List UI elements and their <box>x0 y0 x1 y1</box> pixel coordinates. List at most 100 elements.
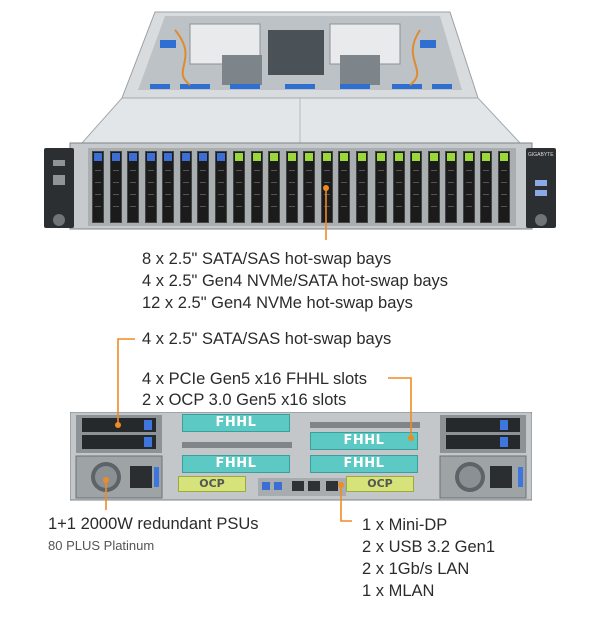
drive-bay-vent <box>200 170 206 171</box>
drive-bay-vent <box>500 182 507 183</box>
front-callout-leader <box>323 185 329 240</box>
front-bay-label-2: 4 x 2.5" Gen4 NVMe/SATA hot-swap bays <box>142 272 449 290</box>
drive-bay-latch <box>482 153 490 161</box>
drive-bay <box>214 151 227 223</box>
psu-label: 1+1 2000W redundant PSUs <box>48 515 259 533</box>
drive-bay <box>285 151 298 223</box>
drive-bay-vent <box>271 194 277 195</box>
drive-bay-vent <box>341 182 347 183</box>
drive-bay <box>144 151 157 223</box>
rear-callout-leaders <box>103 338 414 522</box>
drive-bay-vent <box>236 206 242 207</box>
drive-bay-vent <box>483 194 489 195</box>
drive-bay <box>497 151 510 223</box>
fhhl-card-top-left: FHHL <box>182 414 290 432</box>
drive-bay-vent <box>306 182 312 183</box>
drive-bay-vent <box>147 182 154 183</box>
drive-bay-vent <box>413 182 419 183</box>
fhhl-card-bottom-left: FHHL <box>182 455 290 473</box>
drive-bay-vent <box>271 170 277 171</box>
drive-bay <box>250 151 263 223</box>
drive-bay-vent <box>200 206 206 207</box>
drive-bay-vent <box>448 182 454 183</box>
drive-bay-vent <box>378 194 384 195</box>
front-bay-label-1: 8 x 2.5" SATA/SAS hot-swap bays <box>142 250 392 268</box>
drive-bay-latch <box>464 153 473 161</box>
drive-bay-latch <box>429 153 438 161</box>
drive-bay-latch <box>216 153 225 161</box>
drive-bay <box>392 151 405 223</box>
drive-bay <box>338 151 350 223</box>
drive-bay-latch <box>340 153 348 161</box>
drive-bay <box>410 151 422 223</box>
drive-bay-vent <box>288 206 295 207</box>
drive-bay-vent <box>483 206 489 207</box>
drive-bay-vent <box>95 206 101 207</box>
drive-bay-vent <box>130 182 136 183</box>
drive-bay-vent <box>253 170 260 171</box>
drive-bay-vent <box>358 182 365 183</box>
drive-bay-latch <box>199 153 207 161</box>
drive-bay-vent <box>165 206 171 207</box>
drive-bay-vent <box>147 206 154 207</box>
drive-bay-vent <box>236 170 242 171</box>
drive-bay-vent <box>130 194 136 195</box>
drive-bay-latch <box>164 153 172 161</box>
drive-bay-latch <box>111 153 120 161</box>
drive-bay-vent <box>288 170 295 171</box>
drive-bay <box>303 151 315 223</box>
drive-bay-latch <box>129 153 137 161</box>
drive-bay-vent <box>430 182 437 183</box>
drive-bay-vent <box>95 194 101 195</box>
drive-bay-vent <box>165 182 171 183</box>
drive-bay-vent <box>147 194 154 195</box>
drive-bay-vent <box>465 182 472 183</box>
drive-bay-latch <box>357 153 366 161</box>
drive-bay-vent <box>341 194 347 195</box>
drive-bay-vent <box>413 194 419 195</box>
drive-bay-vent <box>306 206 312 207</box>
drive-bay-latch <box>235 153 243 161</box>
drive-bay-vent <box>182 206 189 207</box>
drive-bay <box>462 151 475 223</box>
drive-bay-vent <box>165 170 171 171</box>
drive-bay-vent <box>236 194 242 195</box>
drive-bay <box>445 151 457 223</box>
drive-bay <box>480 151 492 223</box>
drive-bay-vent <box>341 206 347 207</box>
drive-bay <box>355 151 368 223</box>
drive-bay-vent <box>378 206 384 207</box>
drive-bay <box>268 151 280 223</box>
drive-bay-latch <box>181 153 190 161</box>
fhhl-card-bottom-right: FHHL <box>310 455 418 473</box>
drive-bay-vent <box>112 206 119 207</box>
drive-bay-latch <box>447 153 455 161</box>
drive-bay-vent <box>323 182 330 183</box>
drive-bay-vent <box>182 170 189 171</box>
drive-bay-vent <box>465 206 472 207</box>
drive-bay-vent <box>217 182 224 183</box>
drive-bay-vent <box>395 206 402 207</box>
drive-bay-vent <box>395 170 402 171</box>
drive-bay-vent <box>413 170 419 171</box>
drive-bay-latch <box>270 153 278 161</box>
drive-bay-vent <box>130 206 136 207</box>
drive-bay <box>233 151 245 223</box>
drive-bay-latch <box>305 153 313 161</box>
io-label-usb: 2 x USB 3.2 Gen1 <box>362 538 495 556</box>
drive-bay-vent <box>165 194 171 195</box>
drive-bay <box>109 151 122 223</box>
drive-bay <box>375 151 387 223</box>
drive-bay-vent <box>465 194 472 195</box>
drive-bay-vent <box>500 170 507 171</box>
drive-bay-vent <box>483 182 489 183</box>
fhhl-card-top-right: FHHL <box>310 432 418 450</box>
drive-bay-vent <box>448 206 454 207</box>
drive-bay <box>179 151 192 223</box>
drive-bay-vent <box>358 206 365 207</box>
drive-bay <box>127 151 139 223</box>
drive-bay-vent <box>358 194 365 195</box>
drive-bay-vent <box>448 194 454 195</box>
drive-bay-vent <box>413 206 419 207</box>
drive-bay-vent <box>95 182 101 183</box>
